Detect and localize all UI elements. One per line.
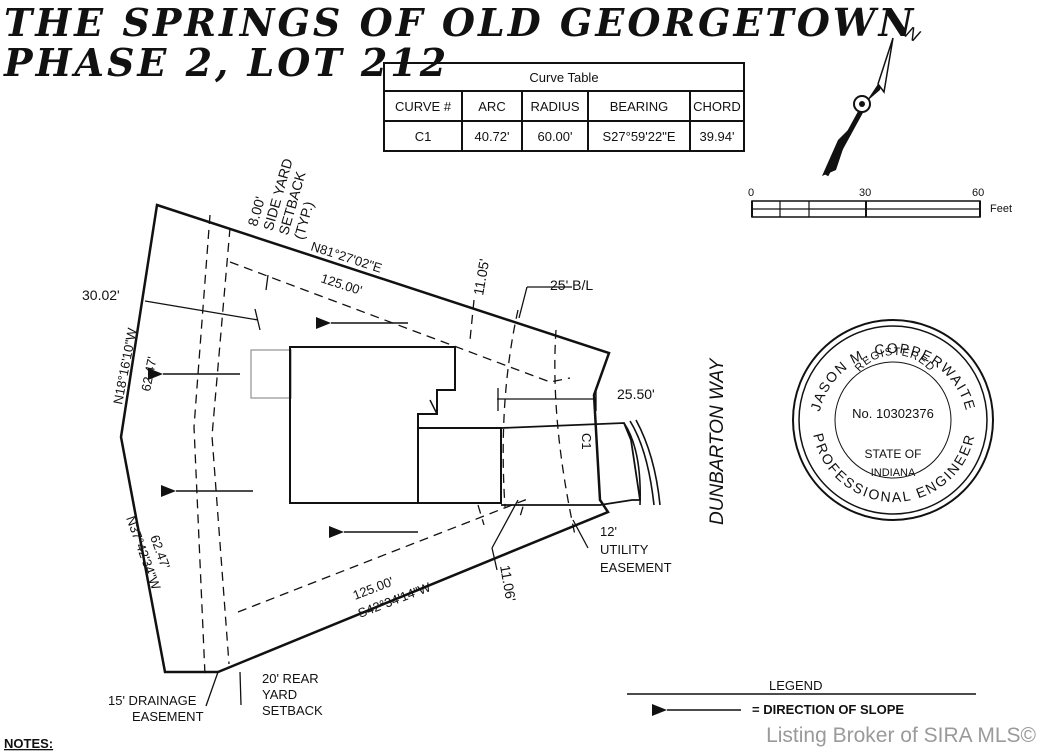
slope-arrows (148, 317, 741, 716)
scale-tick-0: 0 (748, 187, 754, 199)
side-setback-label: 8.00' SIDE YARD SETBACK (TYP.) (244, 157, 316, 242)
distance-south-offset: 11.06' (497, 564, 519, 603)
curve-table-cell: 60.00' (521, 120, 589, 152)
distance-front-offset: 25.50' (617, 386, 655, 402)
plat-title-line2: PHASE 2, LOT 212 (4, 40, 450, 85)
utility-label-line: 12' (600, 524, 617, 539)
curve-table-header: BEARING (587, 90, 691, 122)
curve-table-caption: Curve Table (383, 62, 745, 92)
curve-table-header: CURVE # (383, 90, 463, 122)
engineer-seal: JASON M. COPPERWAITE REGISTERED PROFESSI… (792, 319, 994, 521)
bearing-north: N81°27'02"E (309, 239, 384, 276)
north-label: N (902, 22, 924, 46)
driveway (500, 419, 661, 506)
bearing-west: N18°16'10"W (110, 326, 140, 405)
scale-bar (751, 200, 981, 218)
curve-table-cell: S27°59'22"E (587, 120, 691, 152)
distance-west: 62.47' (138, 355, 159, 392)
utility-label-line: EASEMENT (600, 560, 672, 575)
scale-unit: Feet (990, 203, 1012, 215)
legend: LEGEND = DIRECTION OF SLOPE (627, 678, 976, 717)
legend-title: LEGEND (769, 678, 822, 693)
north-arrow-icon (822, 37, 894, 177)
plat-title-line1: THE SPRINGS OF OLD GEORGETOWN (4, 0, 917, 45)
drainage-label-line: EASEMENT (132, 709, 204, 724)
distance-north-offset: 11.05' (470, 258, 492, 297)
building-line-label: 25' B/L (550, 277, 593, 293)
curve-table-cell: 40.72' (461, 120, 523, 152)
legend-item: = DIRECTION OF SLOPE (752, 702, 904, 717)
seal-name: JASON M. COPPERWAITE (807, 340, 977, 413)
dimension-lines (144, 274, 597, 707)
curve-table-cell: 39.94' (689, 120, 745, 152)
curve-label: C1 (579, 433, 594, 450)
scale-tick-60: 60 (972, 187, 984, 199)
utility-label-line: UTILITY (600, 542, 649, 557)
svg-text:JASON M. COPPERWAITE: JASON M. COPPERWAITE (807, 340, 979, 413)
notes-heading: NOTES: (4, 736, 53, 751)
rear-label-line: SETBACK (262, 703, 323, 718)
drainage-label-line: 15' DRAINAGE (108, 693, 197, 708)
setback-lines (193, 214, 576, 676)
seal-state-line1: STATE OF (865, 447, 922, 461)
side-setback-line: 8.00' (244, 195, 268, 228)
scale-tick-30: 30 (859, 187, 871, 199)
distance-north: 125.00' (319, 271, 364, 298)
rear-label-line: 20' REAR (262, 671, 319, 686)
seal-number: No. 10302376 (852, 406, 934, 421)
curve-table-header: ARC (461, 90, 523, 122)
curve-table: Curve Table CURVE # ARC RADIUS BEARING C… (383, 62, 745, 152)
seal-state-line2: INDIANA (871, 467, 916, 479)
street-name: DUNBARTON WAY (707, 357, 728, 525)
lot-boundary (119, 203, 611, 674)
rear-label-line: YARD (262, 687, 297, 702)
curve-table-header: CHORD (689, 90, 745, 122)
distance-left-offset: 30.02' (82, 287, 120, 303)
house-footprint (250, 346, 502, 504)
curve-table-cell: C1 (383, 120, 463, 152)
curve-table-header: RADIUS (521, 90, 589, 122)
watermark: Listing Broker of SIRA MLS© (766, 724, 1036, 747)
